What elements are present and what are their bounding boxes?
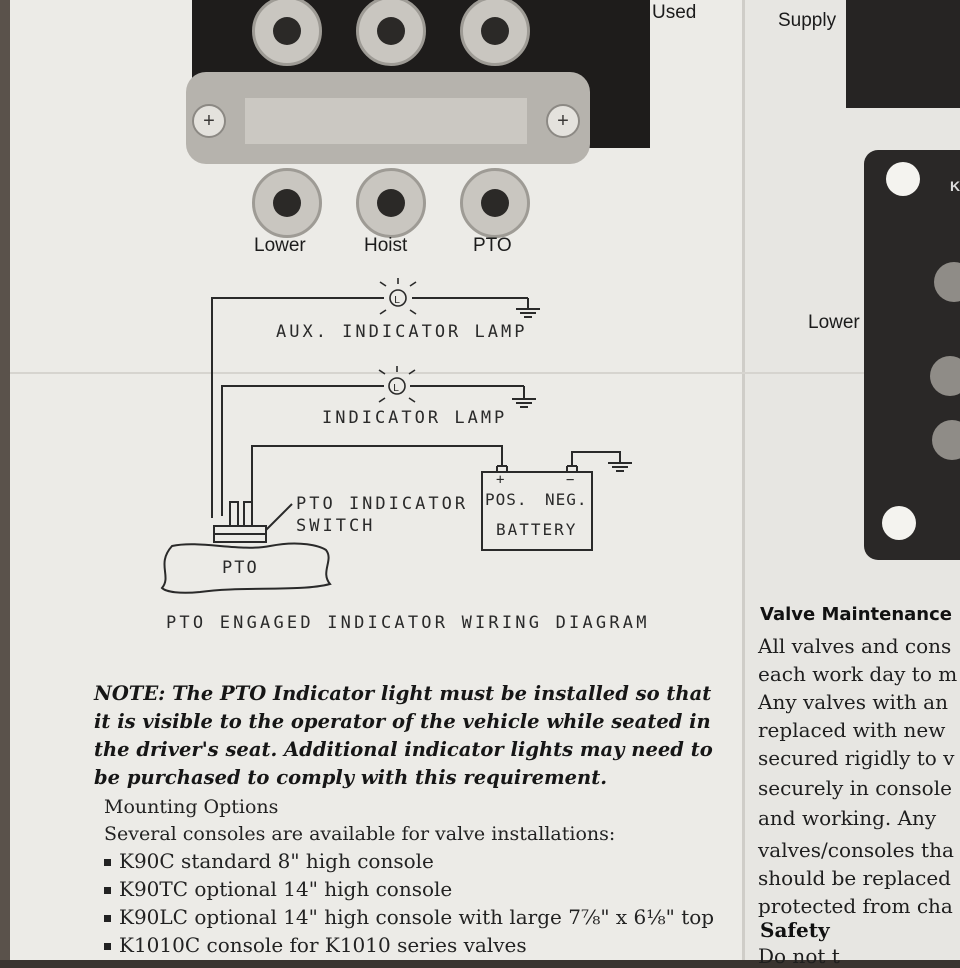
indicator-lamp-label: INDICATOR LAMP	[322, 408, 508, 428]
paper-fold-vertical	[742, 0, 745, 960]
maintenance-line: secured rigidly to v	[758, 746, 955, 770]
maintenance-line: and working. Any	[758, 806, 937, 830]
maintenance-line: Any valves with an	[758, 690, 948, 714]
battery-minus: −	[566, 472, 574, 488]
diagram-caption: PTO ENGAGED INDICATOR WIRING DIAGRAM	[166, 613, 650, 633]
paper-fold-horizontal	[0, 372, 960, 374]
valve-port-top-1	[252, 0, 322, 66]
bullet-icon	[104, 859, 111, 866]
list-item: K1010C console for K1010 series valves	[104, 933, 527, 957]
right-photo-top	[846, 0, 960, 108]
maintenance-line: should be replaced	[758, 866, 951, 890]
list-item: K90TC optional 14" high console	[104, 877, 452, 901]
valve-knob	[930, 356, 960, 396]
mounting-hole	[886, 162, 920, 196]
safety-heading: Safety	[760, 918, 830, 942]
battery-pos-label: POS.	[485, 490, 528, 509]
valve-maintenance-heading: Valve Maintenance	[760, 604, 952, 625]
lamp-icon	[379, 278, 417, 315]
mounting-hole	[882, 506, 916, 540]
maintenance-line: valves/consoles tha	[758, 838, 954, 862]
screw-icon: +	[192, 104, 226, 138]
pto-note: NOTE: The PTO Indicator light must be in…	[94, 682, 713, 789]
label-supply: Supply	[778, 10, 837, 31]
valve-port-lower	[252, 168, 322, 238]
port-label-pto: PTO	[473, 235, 512, 256]
maintenance-line: each work day to m	[758, 662, 958, 686]
wiring-diagram: L L + −	[160, 278, 632, 594]
port-label-hoist: Hoist	[364, 235, 408, 256]
list-item: K90C standard 8" high console	[104, 849, 434, 873]
valve-port-hoist	[356, 168, 426, 238]
badge-letter: K	[950, 178, 960, 194]
mounting-options-heading: Mounting Options	[104, 796, 279, 818]
label-used: Used	[652, 2, 697, 23]
maintenance-line: securely in console	[758, 776, 952, 800]
bullet-icon	[104, 915, 111, 922]
maintenance-line: protected from cha	[758, 894, 953, 918]
lamp-symbol: L	[394, 295, 400, 306]
valve-knob	[934, 262, 960, 302]
screw-icon: +	[546, 104, 580, 138]
switch-label-line2: SWITCH	[296, 516, 376, 536]
battery-neg-label: NEG.	[545, 490, 588, 509]
valve-port-pto	[460, 168, 530, 238]
port-label-lower: Lower	[254, 235, 306, 256]
maintenance-line: All valves and cons	[758, 634, 952, 658]
bullet-icon	[104, 887, 111, 894]
bullet-icon	[104, 943, 111, 950]
console-photo	[864, 150, 960, 560]
aux-indicator-lamp-label: AUX. INDICATOR LAMP	[276, 322, 528, 342]
battery-label: BATTERY	[496, 520, 578, 539]
safety-line: Do not t	[758, 944, 840, 968]
valve-port-top-2	[356, 0, 426, 66]
label-lower-right: Lower	[808, 312, 860, 333]
valve-plate	[245, 98, 527, 144]
maintenance-line: replaced with new	[758, 718, 946, 742]
table-edge	[0, 0, 10, 960]
pto-housing-label: PTO	[222, 558, 259, 578]
switch-label-line1: PTO INDICATOR	[296, 494, 469, 514]
valve-port-top-3	[460, 0, 530, 66]
lamp-symbol: L	[393, 383, 399, 394]
valve-knob	[932, 420, 960, 460]
list-item: K90LC optional 14" high console with lar…	[104, 905, 714, 929]
lamp-icon	[378, 366, 416, 403]
battery-plus: +	[496, 472, 504, 488]
mounting-intro: Several consoles are available for valve…	[104, 823, 616, 845]
